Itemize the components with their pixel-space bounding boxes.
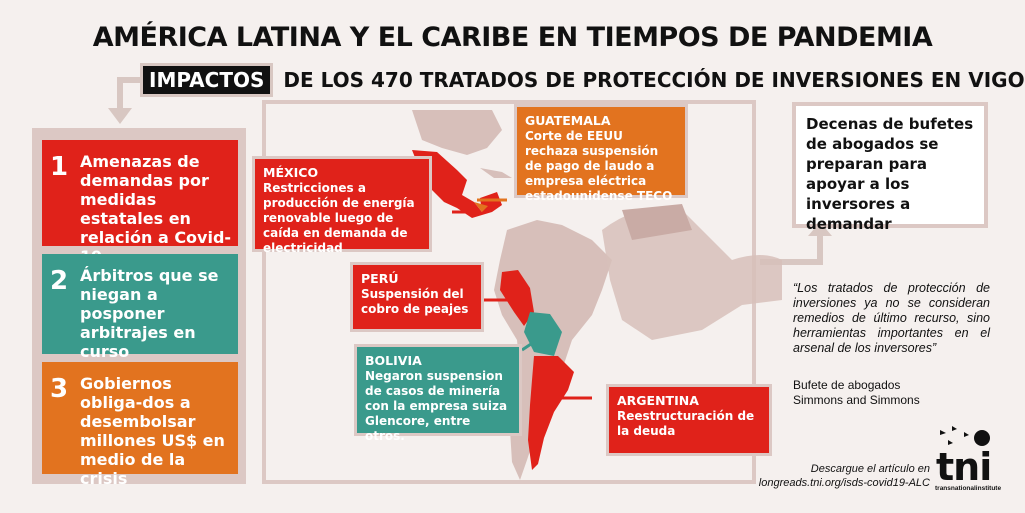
tni-logo: tni (936, 445, 992, 489)
impact-3: 3 Gobiernos obliga-dos a desembolsar mil… (42, 362, 238, 488)
callout-head: ARGENTINA (617, 393, 699, 408)
callout-mexico: MÉXICO Restricciones a producción de ene… (252, 156, 432, 255)
download-link[interactable]: longreads.tni.org/isds-covid19-ALC (758, 477, 930, 489)
impactos-badge: IMPACTOS (140, 63, 274, 97)
callout-text: Reestructuración de la deuda (617, 409, 755, 438)
impact-2: 2 Árbitros que se niegan a posponer arbi… (42, 254, 238, 361)
callout-head: PERÚ (361, 271, 399, 286)
callout-head: GUATEMALA (525, 113, 611, 128)
tni-logo-sub: transnationalinstitute (935, 485, 1002, 492)
source-line-2: Simmons and Simmons (793, 393, 920, 407)
impact-number: 3 (50, 374, 69, 404)
download-note: Descargue el artículo en longreads.tni.o… (740, 462, 930, 490)
callout-text: Restricciones a producción de energía re… (263, 181, 415, 255)
impact-text: Gobiernos obliga-dos a desembolsar millo… (80, 374, 225, 488)
source-line-1: Bufete de abogados (793, 378, 901, 392)
subtitle: IMPACTOS DE LOS 470 TRATADOS DE PROTECCI… (140, 63, 1025, 97)
callout-head: BOLIVIA (365, 353, 422, 368)
subtitle-text: DE LOS 470 TRATADOS DE PROTECCIÓN DE INV… (283, 68, 1025, 92)
impact-number: 2 (50, 266, 69, 296)
impact-1: 1 Amenazas de demandas por medidas estat… (42, 140, 238, 266)
download-line-1: Descargue el artículo en (810, 463, 930, 475)
callout-text: Corte de EEUU rechaza suspensión de pago… (525, 129, 673, 203)
law-firms-box: Decenas de bufetes de abogados se prepar… (792, 102, 988, 233)
quote: “Los tratados de protección de inversion… (793, 281, 990, 355)
callout-peru: PERÚ Suspensión del cobro de peajes (350, 262, 484, 332)
callout-guatemala: GUATEMALA Corte de EEUU rechaza suspensi… (514, 104, 688, 203)
callout-head: MÉXICO (263, 165, 319, 180)
quote-source: Bufete de abogados Simmons and Simmons (793, 378, 993, 408)
latin-america-map (412, 110, 782, 480)
birds-icon (940, 426, 990, 446)
impact-text: Árbitros que se niegan a posponer arbitr… (80, 266, 219, 361)
impact-text: Amenazas de demandas por medidas estatal… (80, 152, 232, 266)
page-title: AMÉRICA LATINA Y EL CARIBE EN TIEMPOS DE… (92, 22, 933, 53)
callout-bolivia: BOLIVIA Negaron suspension de casos de m… (354, 344, 522, 443)
callout-argentina: ARGENTINA Reestructuración de la deuda (606, 384, 772, 456)
callout-text: Suspensión del cobro de peajes (361, 287, 469, 316)
impact-number: 1 (50, 152, 69, 182)
callout-text: Negaron suspension de casos de minería c… (365, 369, 508, 443)
